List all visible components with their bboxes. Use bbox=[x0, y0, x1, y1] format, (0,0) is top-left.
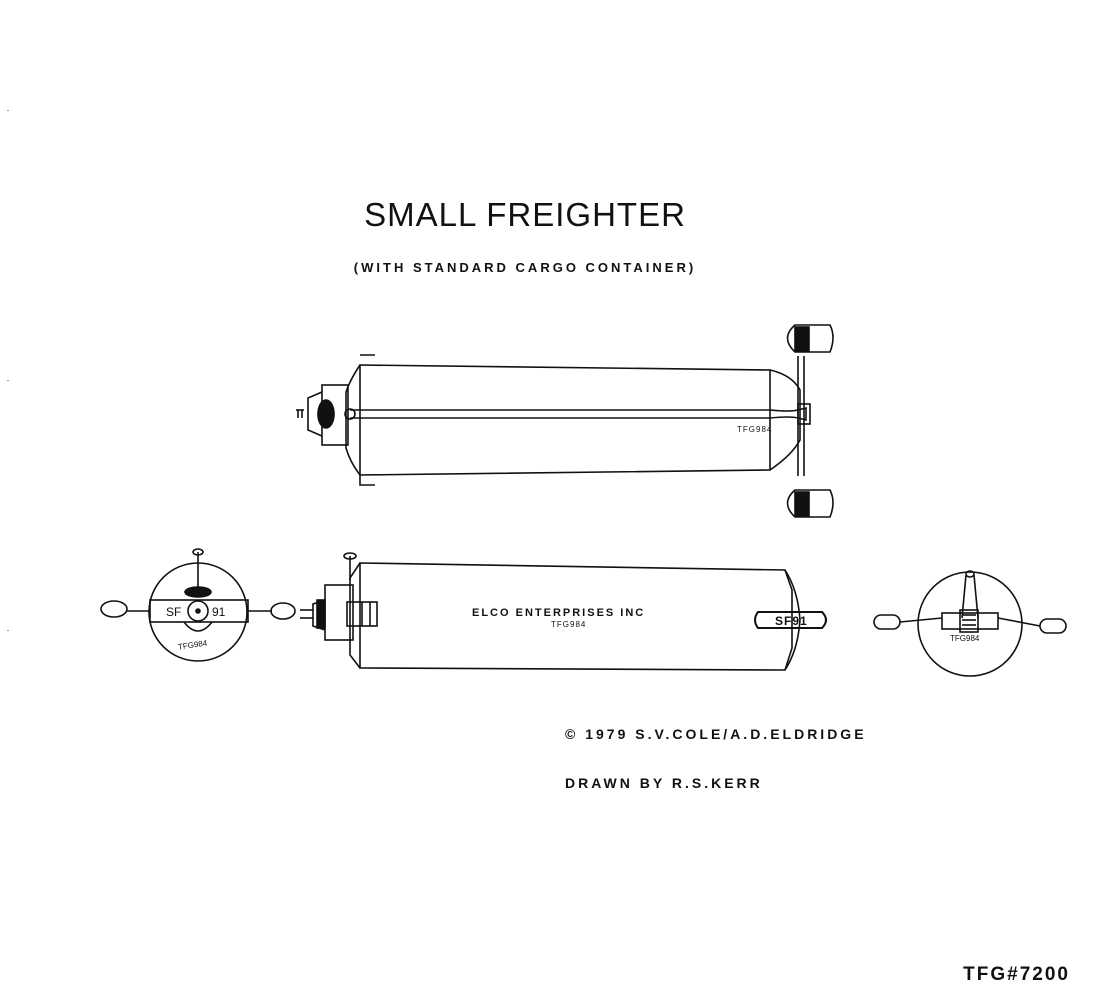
sheet-title: SMALL FREIGHTER bbox=[364, 196, 686, 233]
sheet-subtitle: (WITH STANDARD CARGO CONTAINER) bbox=[353, 260, 697, 275]
front-view-marking-right: 91 bbox=[212, 605, 226, 619]
side-view bbox=[300, 552, 827, 671]
copyright-credit: © 1979 S.V.COLE/A.D.ELDRIDGE bbox=[565, 726, 867, 742]
side-view-company: ELCO ENTERPRISES INC bbox=[472, 607, 645, 619]
rear-view-registry: TFG984 bbox=[950, 634, 980, 643]
rear-view bbox=[873, 570, 1067, 677]
top-view bbox=[296, 324, 834, 518]
front-view bbox=[100, 548, 296, 662]
front-view-marking-left: SF bbox=[166, 605, 181, 619]
front-view-registry: TFG984 bbox=[177, 639, 208, 652]
catalog-number: TFG#7200 bbox=[963, 964, 1070, 985]
margin-mark bbox=[7, 110, 9, 111]
margin-mark bbox=[7, 380, 9, 381]
top-view-registry: TFG984 bbox=[737, 425, 772, 434]
drawn-by-credit: DRAWN BY R.S.KERR bbox=[565, 775, 763, 791]
bridge-window-icon bbox=[317, 399, 335, 429]
sensor-pod-icon bbox=[344, 408, 356, 420]
side-view-hull-marking: SF91 bbox=[775, 614, 808, 628]
side-view-registry: TFG984 bbox=[551, 620, 586, 629]
margin-mark bbox=[7, 630, 9, 631]
